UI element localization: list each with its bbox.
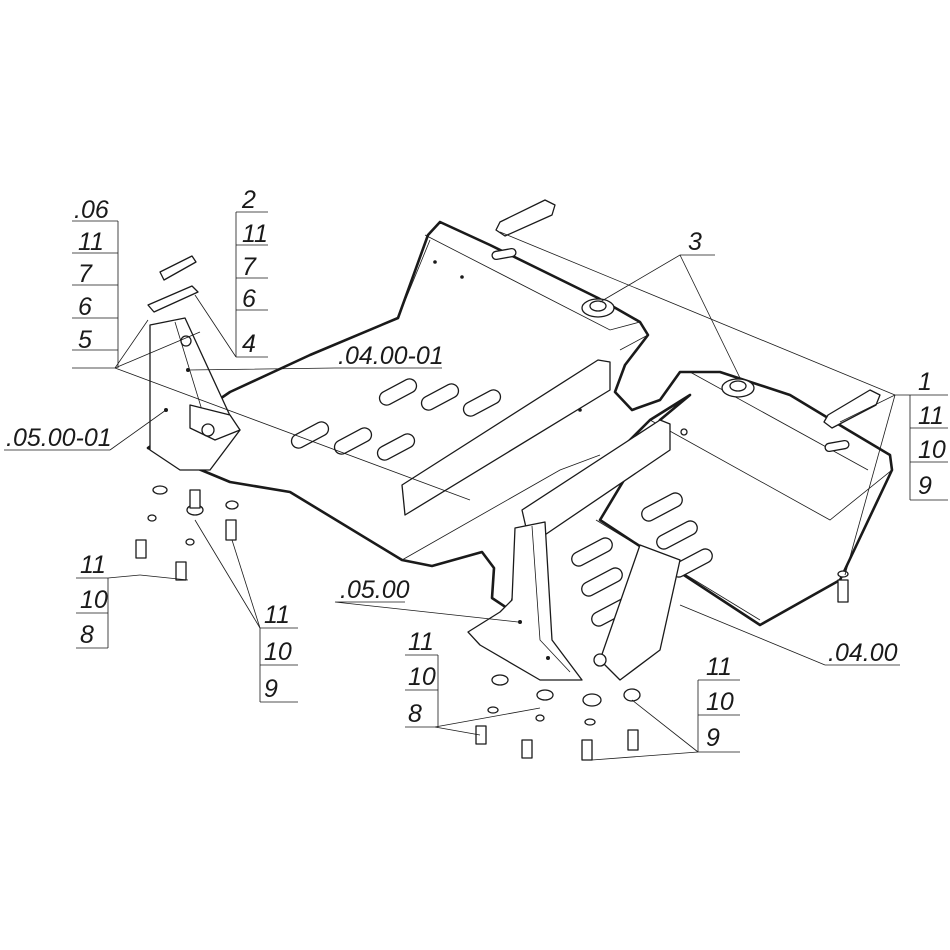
label-040001: .04.00-01: [338, 342, 444, 370]
label-11: 11: [706, 653, 732, 681]
vent-slots-left: [290, 378, 502, 461]
label-8: 8: [408, 700, 422, 728]
label-7: 7: [78, 260, 93, 288]
label-7: 7: [242, 253, 257, 281]
label-8: 8: [80, 621, 94, 649]
label-11: 11: [80, 551, 106, 579]
callout-group-7: 11 10 8: [405, 628, 439, 728]
fasteners-right: [475, 570, 849, 761]
label-2: 2: [241, 186, 256, 214]
label-9: 9: [918, 472, 932, 500]
edge-slots: [433, 247, 850, 454]
rubber-mounts: [581, 298, 755, 398]
label-0500: .05.00: [340, 576, 410, 604]
bracket-right: [467, 521, 681, 681]
label-3: 3: [688, 228, 702, 256]
label-11: 11: [78, 228, 104, 256]
label-10: 10: [706, 688, 734, 716]
label-10: 10: [80, 586, 108, 614]
callout-group-4: 1 11 10 9: [909, 368, 948, 501]
label-5: 5: [78, 326, 92, 354]
label-6: 6: [78, 293, 92, 321]
label-0400: .04.00: [828, 639, 898, 667]
label-11: 11: [242, 220, 268, 248]
callout-group-3: 3: [688, 228, 702, 256]
label-10: 10: [264, 638, 292, 666]
callout-group-2: 2 11 7 6 4: [235, 186, 268, 358]
label-11: 11: [264, 601, 290, 629]
label-10: 10: [918, 436, 946, 464]
label-10: 10: [408, 663, 436, 691]
leader-lines: [4, 231, 910, 761]
label-11: 11: [408, 628, 434, 656]
label-050001: .05.00-01: [6, 424, 112, 452]
label-4: 4: [242, 330, 256, 358]
label-06: .06: [74, 196, 109, 224]
callout-group-1: .06 11 7 6 5: [72, 196, 119, 368]
label-9: 9: [706, 724, 720, 752]
callout-group-6: 11 10 9: [259, 601, 298, 703]
label-11: 11: [918, 402, 944, 430]
label-9: 9: [264, 675, 278, 703]
fasteners-left: [135, 485, 239, 581]
label-6: 6: [242, 285, 256, 313]
mount-hooks: [147, 199, 881, 429]
callout-group-8: 11 10 9: [697, 653, 740, 753]
label-1: 1: [918, 368, 932, 396]
callout-group-5: 11 10 8: [76, 551, 109, 649]
